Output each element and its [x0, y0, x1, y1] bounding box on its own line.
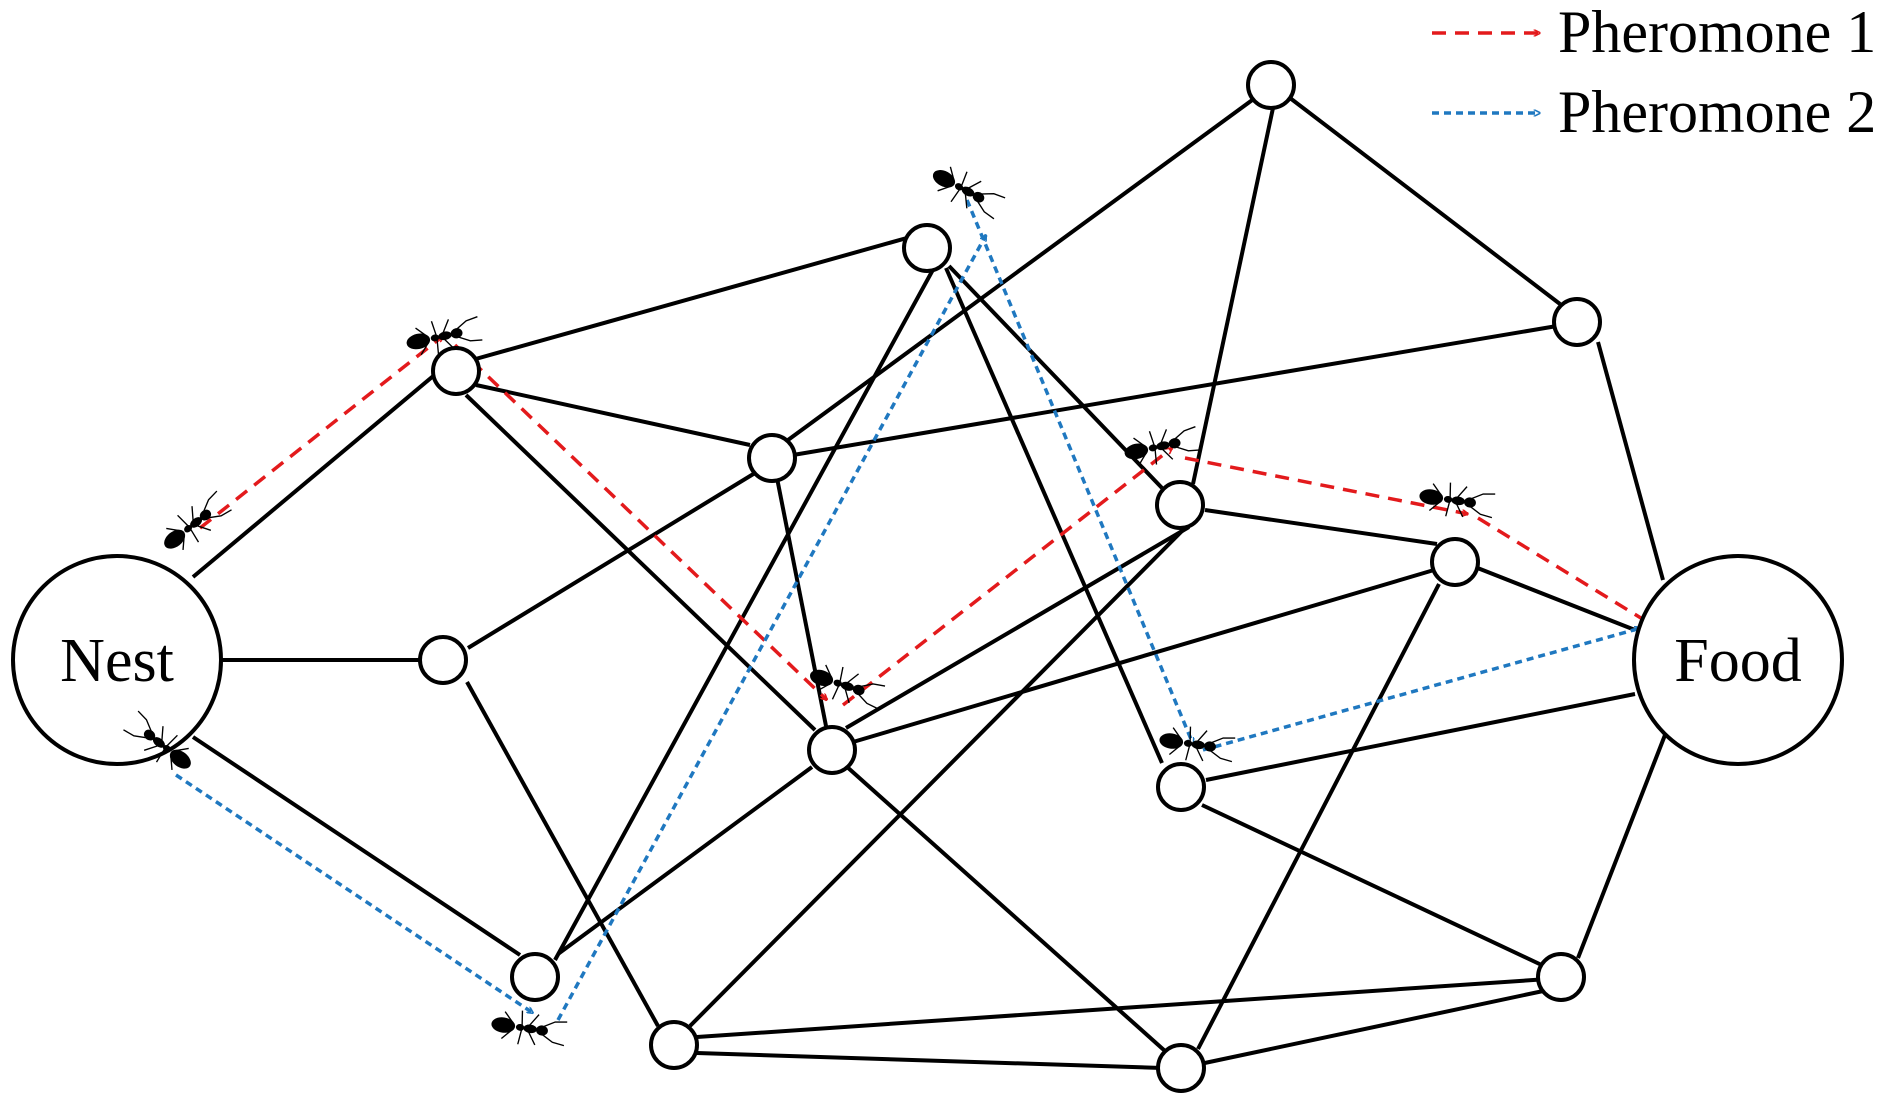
edge — [475, 383, 751, 447]
network-node — [807, 725, 857, 775]
edge — [852, 568, 1435, 744]
legend-label-pheromone-2: Pheromone 2 — [1558, 79, 1876, 145]
edge — [471, 234, 915, 362]
pheromone-1-segment — [453, 343, 827, 700]
pheromone-1-segment — [1477, 516, 1649, 625]
pheromone-2-segment — [556, 235, 988, 1021]
edge — [1191, 107, 1275, 485]
edge — [696, 1051, 1163, 1070]
edge — [775, 477, 828, 727]
edge — [1596, 341, 1665, 581]
edge — [844, 525, 1191, 730]
edge — [1205, 692, 1636, 782]
network-node — [649, 1020, 699, 1070]
edge — [786, 96, 1257, 442]
edge — [556, 765, 814, 956]
network-node — [1552, 297, 1602, 347]
network-node — [510, 952, 560, 1002]
network-node — [1430, 537, 1480, 587]
network-node — [418, 635, 468, 685]
pheromone-1-segment — [1184, 456, 1468, 514]
network-node — [1246, 60, 1296, 110]
ant-icon — [488, 1005, 569, 1052]
pheromone-2-segment — [175, 773, 533, 1015]
network-node — [747, 433, 797, 483]
edge — [191, 360, 452, 579]
ant-icon — [1156, 721, 1237, 768]
pheromone-2-segment — [965, 199, 1195, 744]
edge — [1196, 583, 1441, 1050]
edge — [1576, 734, 1667, 959]
food-label: Food — [1674, 627, 1801, 695]
legend-label-pheromone-1: Pheromone 1 — [1558, 0, 1876, 65]
food-node — [1632, 554, 1844, 766]
pheromone-1-segment — [841, 448, 1172, 707]
pheromone-2-segment — [1202, 628, 1641, 752]
nest-label: Nest — [60, 627, 174, 695]
edge — [792, 324, 1558, 457]
edge — [1201, 803, 1549, 970]
pheromone-1-segment — [198, 336, 443, 530]
legend: Pheromone 1 Pheromone 2 — [1432, 0, 1876, 145]
edge — [1288, 96, 1562, 306]
edge — [1204, 508, 1438, 546]
network-node — [1536, 952, 1586, 1002]
edge — [688, 528, 1185, 1028]
network-node — [1156, 1043, 1206, 1093]
nest-node — [11, 554, 223, 766]
ant-icon — [154, 486, 236, 561]
edge — [191, 735, 522, 957]
edge — [1199, 988, 1549, 1066]
ant-icon — [1120, 421, 1203, 472]
network-node — [431, 346, 481, 396]
ant-icon — [1416, 477, 1497, 524]
ant-icon — [924, 157, 1009, 225]
edge — [844, 764, 1167, 1053]
edge — [466, 471, 757, 650]
edge — [696, 977, 1549, 1039]
edge — [553, 265, 937, 961]
edge — [944, 267, 1164, 764]
edge — [464, 393, 817, 732]
network-node — [1156, 762, 1206, 812]
edge — [465, 681, 660, 1027]
network-node — [902, 223, 952, 273]
edge — [1474, 565, 1636, 632]
network-node — [1155, 480, 1205, 530]
